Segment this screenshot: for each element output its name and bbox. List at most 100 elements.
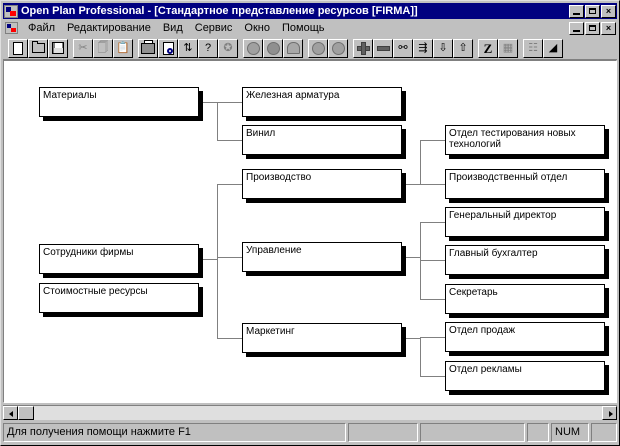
connector-line (420, 140, 445, 141)
connector-line (420, 184, 445, 185)
scroll-thumb[interactable] (18, 406, 34, 420)
node-face: Железная арматура (242, 87, 402, 117)
connector-line (402, 257, 420, 258)
context-help-icon[interactable]: ✪ (218, 38, 238, 58)
layout-tree-icon[interactable]: ☷ (523, 38, 543, 58)
node-face: Генеральный директор (445, 207, 605, 237)
diagram-node[interactable]: Генеральный директор (445, 207, 609, 241)
zoom-z-icon[interactable]: Z (478, 38, 498, 58)
mdi-child-controls: × (568, 21, 617, 35)
move-down-icon[interactable]: ⇩ (433, 38, 453, 58)
diagram-node[interactable]: Отдел рекламы (445, 361, 609, 395)
menu-item-view[interactable]: Вид (162, 22, 183, 34)
open-folder-icon[interactable] (28, 38, 48, 58)
print-icon[interactable] (138, 38, 158, 58)
grid-view-icon[interactable]: ▦ (498, 38, 518, 58)
diagram-node[interactable]: Винил (242, 125, 406, 159)
status-panel-b (420, 423, 525, 442)
scroll-track[interactable] (34, 406, 602, 420)
diagram-node[interactable]: Стоимостные ресурсы (39, 283, 203, 317)
restore-button[interactable] (585, 4, 600, 18)
diagram-node[interactable]: Главный бухгалтер (445, 245, 609, 279)
link-icon[interactable]: ⚯ (393, 38, 413, 58)
connector-line (420, 222, 421, 300)
resource-circle-icon[interactable] (243, 38, 263, 58)
node-label: Отдел продаж (449, 325, 516, 336)
mdi-restore-button[interactable] (585, 21, 600, 35)
diagram-node[interactable]: Производство (242, 169, 406, 203)
diagram-node[interactable]: Производственный отдел (445, 169, 609, 203)
save-disk-icon[interactable] (48, 38, 68, 58)
resource-sphere-b-icon[interactable] (328, 38, 348, 58)
diagram-node[interactable]: Отдел тестирования новых технологий (445, 125, 609, 159)
menu-item-edit[interactable]: Редактирование (67, 22, 151, 34)
resource-sphere-a-icon[interactable] (308, 38, 328, 58)
sort-icon[interactable]: ⇅ (178, 38, 198, 58)
node-label: Винил (246, 128, 276, 139)
connector-line (217, 184, 218, 339)
fit-window-icon[interactable]: ◢ (543, 38, 563, 58)
minimize-button[interactable] (569, 4, 584, 18)
diagram-node[interactable]: Отдел продаж (445, 322, 609, 356)
menu-item-file[interactable]: Файл (28, 22, 56, 34)
status-panel-c (527, 423, 549, 442)
mdi-document-icon[interactable] (5, 22, 18, 34)
diagram-node[interactable]: Материалы (39, 87, 203, 121)
copy-icon[interactable]: 🗍 (93, 38, 113, 58)
help-question-icon[interactable]: ? (198, 38, 218, 58)
node-label: Секретарь (449, 287, 498, 298)
menu-item-window[interactable]: Окно (244, 22, 270, 34)
mdi-minimize-button[interactable] (569, 21, 584, 35)
menu-item-help[interactable]: Помощь (281, 22, 325, 34)
close-button[interactable]: × (601, 4, 616, 18)
node-face: Секретарь (445, 284, 605, 314)
node-face: Производственный отдел (445, 169, 605, 199)
connector-line (402, 184, 420, 185)
diagram-node[interactable]: Сотрудники фирмы (39, 244, 203, 278)
node-face: Отдел рекламы (445, 361, 605, 391)
connector-line (217, 338, 242, 339)
node-label: Стоимостные ресурсы (43, 286, 148, 297)
node-face: Маркетинг (242, 323, 402, 353)
remove-minus-icon[interactable] (373, 38, 393, 58)
diagram-node[interactable]: Железная арматура (242, 87, 406, 121)
paste-icon[interactable]: 📋 (113, 38, 133, 58)
resource-dome-icon[interactable] (283, 38, 303, 58)
node-label: Отдел рекламы (449, 364, 522, 375)
new-file-icon[interactable] (8, 38, 28, 58)
connector-line (402, 338, 420, 339)
scroll-left-button[interactable] (3, 406, 18, 420)
resource-person-icon[interactable] (263, 38, 283, 58)
unlink-icon[interactable]: ⇶ (413, 38, 433, 58)
connector-line (420, 376, 445, 377)
node-label: Главный бухгалтер (449, 248, 538, 259)
node-face: Винил (242, 125, 402, 155)
scroll-right-button[interactable] (602, 406, 617, 420)
node-face: Производство (242, 169, 402, 199)
add-plus-icon[interactable] (353, 38, 373, 58)
diagram-node[interactable]: Маркетинг (242, 323, 406, 357)
app-icon (4, 4, 18, 18)
status-hint: Для получения помощи нажмите F1 (3, 423, 346, 442)
node-face: Материалы (39, 87, 199, 117)
menu-item-tools[interactable]: Сервис (194, 22, 233, 34)
cut-scissors-icon[interactable]: ✂ (73, 38, 93, 58)
connector-line (217, 102, 242, 103)
mdi-close-button[interactable]: × (601, 21, 616, 35)
diagram-node[interactable]: Управление (242, 242, 406, 276)
window-controls: × (568, 4, 617, 18)
print-preview-icon[interactable] (158, 38, 178, 58)
node-face: Управление (242, 242, 402, 272)
node-face: Стоимостные ресурсы (39, 283, 199, 313)
diagram-node[interactable]: Секретарь (445, 284, 609, 318)
connector-line (420, 337, 421, 377)
node-label: Железная арматура (246, 90, 340, 101)
move-up-icon[interactable]: ⇧ (453, 38, 473, 58)
horizontal-scrollbar[interactable] (3, 405, 617, 420)
node-face: Отдел тестирования новых технологий (445, 125, 605, 155)
connector-line (420, 140, 421, 185)
title-bar: Open Plan Professional - [Стандартное пр… (3, 3, 617, 19)
node-face: Главный бухгалтер (445, 245, 605, 275)
